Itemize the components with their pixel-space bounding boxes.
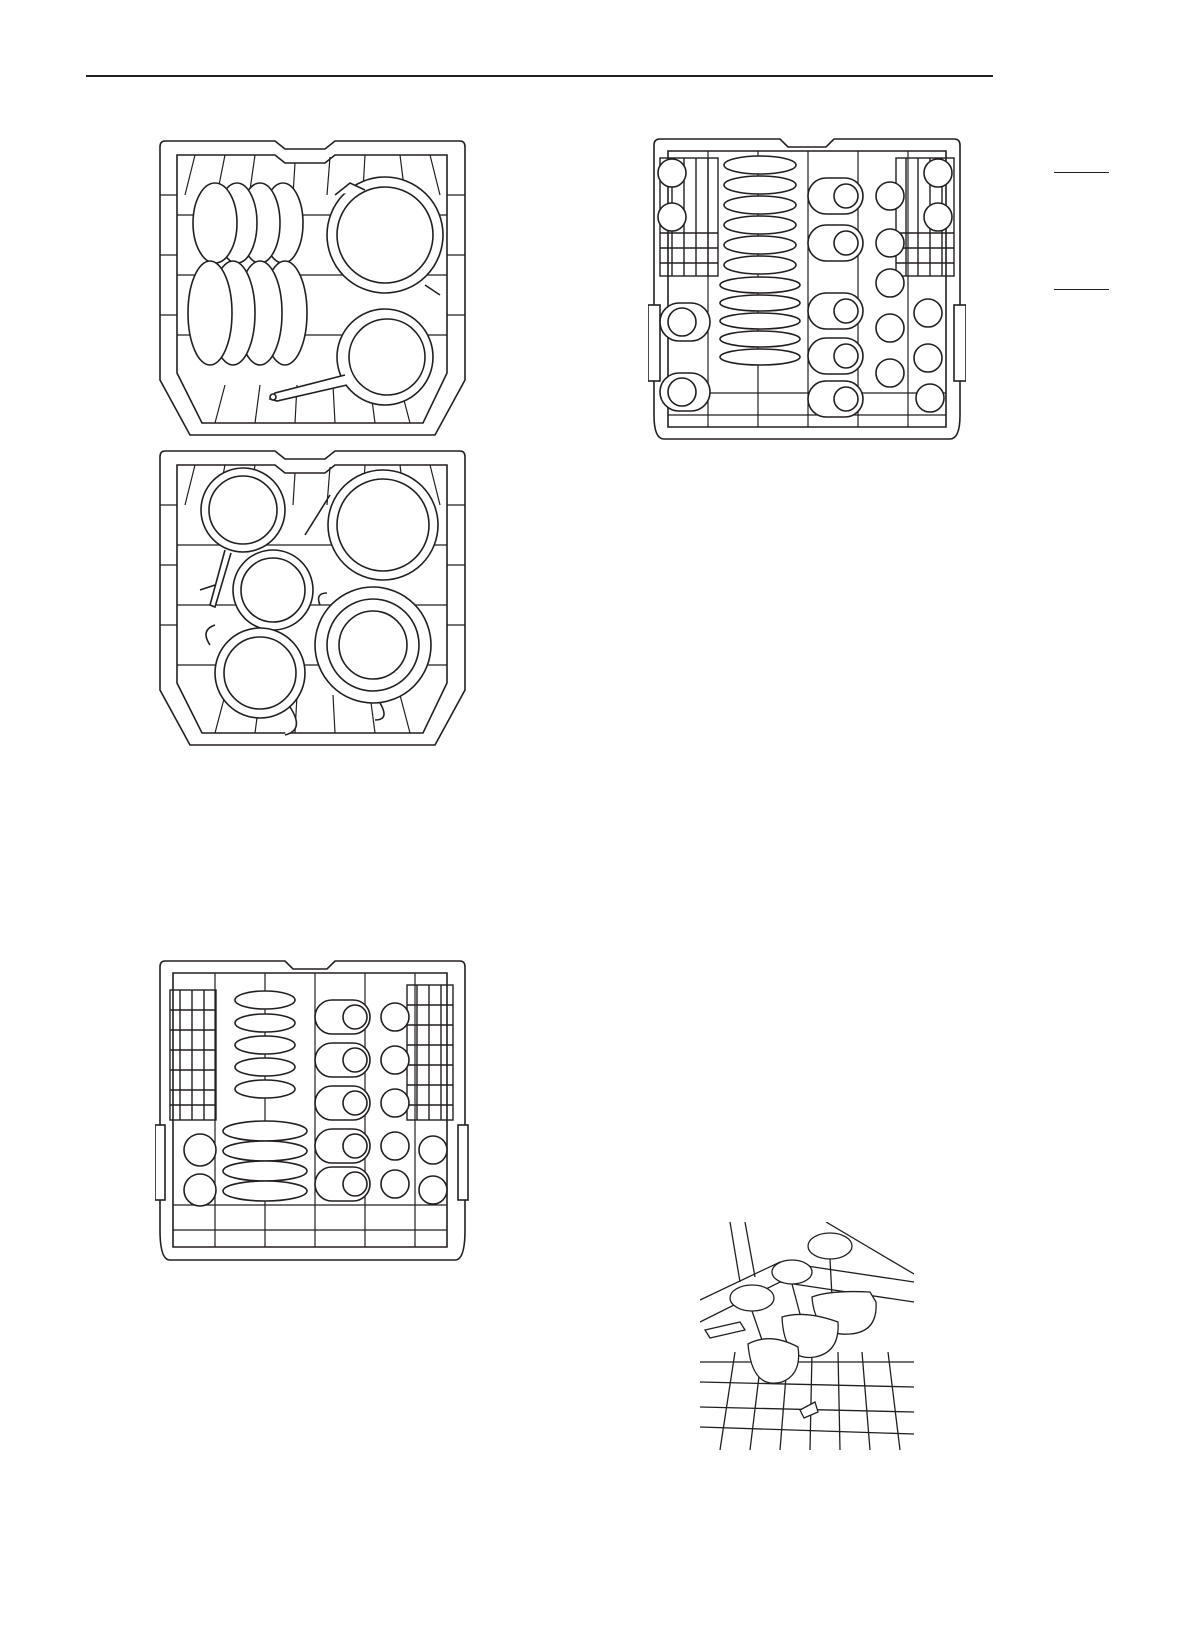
side-tab-mark-top	[1054, 172, 1109, 173]
rack-illustration-3	[155, 955, 470, 1267]
figure-lower-rack-pots-and-pans	[155, 445, 470, 755]
figure-lower-rack-plates-and-cups	[155, 955, 470, 1267]
rack-illustration-1	[155, 135, 470, 445]
rack-illustration-4	[648, 133, 966, 445]
figure-wine-glass-holder-rack	[700, 1222, 914, 1450]
figure-upper-rack-plates-and-cups	[648, 133, 966, 445]
side-tab-mark-bottom	[1054, 289, 1109, 290]
figure-lower-rack-bowls-and-pans	[155, 135, 470, 445]
rack-illustration-5	[700, 1222, 914, 1450]
rack-illustration-2	[155, 445, 470, 755]
header-rule	[86, 75, 993, 77]
